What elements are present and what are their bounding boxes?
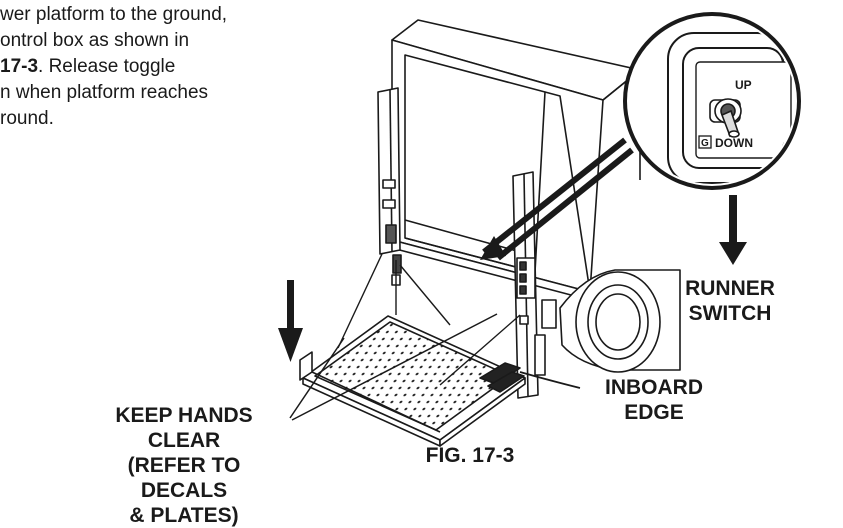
inboard-edge-line-2: EDGE	[624, 401, 684, 424]
down-arrow-icon	[278, 280, 303, 362]
switch-down-label: DOWN	[715, 136, 753, 150]
rear-wheel	[559, 269, 681, 373]
runner-switch-line-1: RUNNER	[685, 277, 775, 300]
lift-chains	[337, 253, 521, 386]
left-column	[377, 87, 402, 286]
paragraph-line-2: ontrol box as shown in	[0, 30, 190, 51]
paragraph-line-3: 17-3. Release toggle	[0, 54, 330, 80]
platform	[299, 315, 526, 447]
figure-reference: 17-3	[0, 56, 39, 77]
inboard-edge-callout: INBOARD EDGE	[584, 375, 724, 425]
inboard-edge-line-1: INBOARD	[605, 376, 703, 399]
figure-caption: FIG. 17-3	[425, 444, 515, 467]
inboard-edge-leader	[519, 371, 581, 389]
switch-g-label: G	[701, 138, 709, 149]
keep-hands-clear-line-3: & PLATES)	[129, 504, 239, 527]
runner-switch-callout: RUNNER SWITCH	[660, 276, 800, 326]
runner-switch-line-2: SWITCH	[688, 302, 772, 325]
switch-magnifier	[623, 12, 801, 190]
keep-hands-clear-callout: KEEP HANDS CLEAR (REFER TO DECALS & PLAT…	[84, 403, 284, 528]
paragraph-line-5: round.	[0, 108, 54, 129]
magnifier-down-arrow-icon	[719, 195, 747, 265]
switch-g-badge	[698, 135, 712, 149]
paragraph-line-3-rest: . Release toggle	[38, 56, 176, 77]
magnifier-pointer-arrow	[480, 236, 506, 260]
instruction-paragraph: wer platform to the ground, ontrol box a…	[0, 2, 330, 132]
switch-up-label: UP	[735, 78, 752, 92]
keep-hands-clear-line-1: KEEP HANDS CLEAR	[115, 404, 253, 452]
paragraph-line-4: n when platform reaches	[0, 82, 209, 103]
hands-clear-leaders	[289, 313, 498, 421]
keep-hands-clear-line-2: (REFER TO DECALS	[127, 454, 241, 502]
paragraph-line-1: wer platform to the ground,	[0, 4, 228, 25]
magnifier-pointer	[482, 137, 634, 261]
liftgate-illustration: UP G DOWN	[278, 12, 801, 447]
